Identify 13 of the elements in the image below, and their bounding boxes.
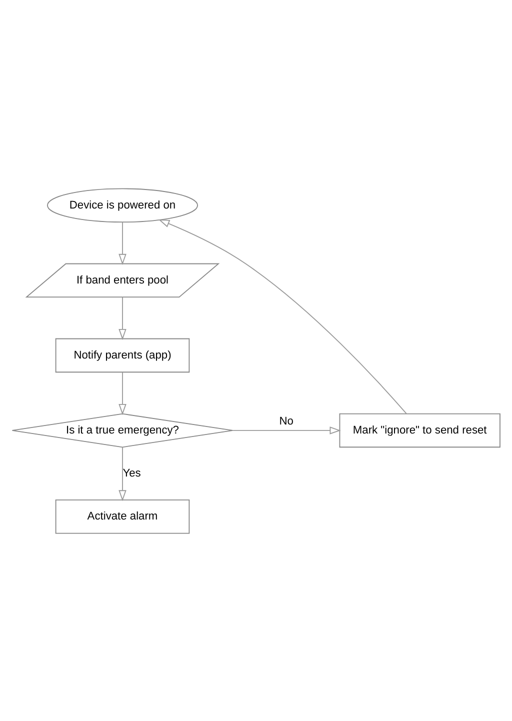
node-diamond: Is it a true emergency?: [12, 412, 234, 448]
node-box: Mark "ignore" to send reset: [339, 412, 500, 448]
node-ellipse: Device is powered on: [47, 188, 198, 222]
arrow: [118, 446, 126, 501]
arrow: [118, 371, 126, 415]
arrow: [118, 221, 126, 265]
edge-label: No: [279, 415, 294, 428]
arrow: [158, 218, 407, 414]
edge-label: Yes: [122, 466, 141, 479]
node-box: Notify parents (app): [55, 338, 190, 372]
arrow: [118, 296, 126, 340]
node-box: Activate alarm: [55, 498, 190, 534]
arrow: [232, 426, 341, 434]
